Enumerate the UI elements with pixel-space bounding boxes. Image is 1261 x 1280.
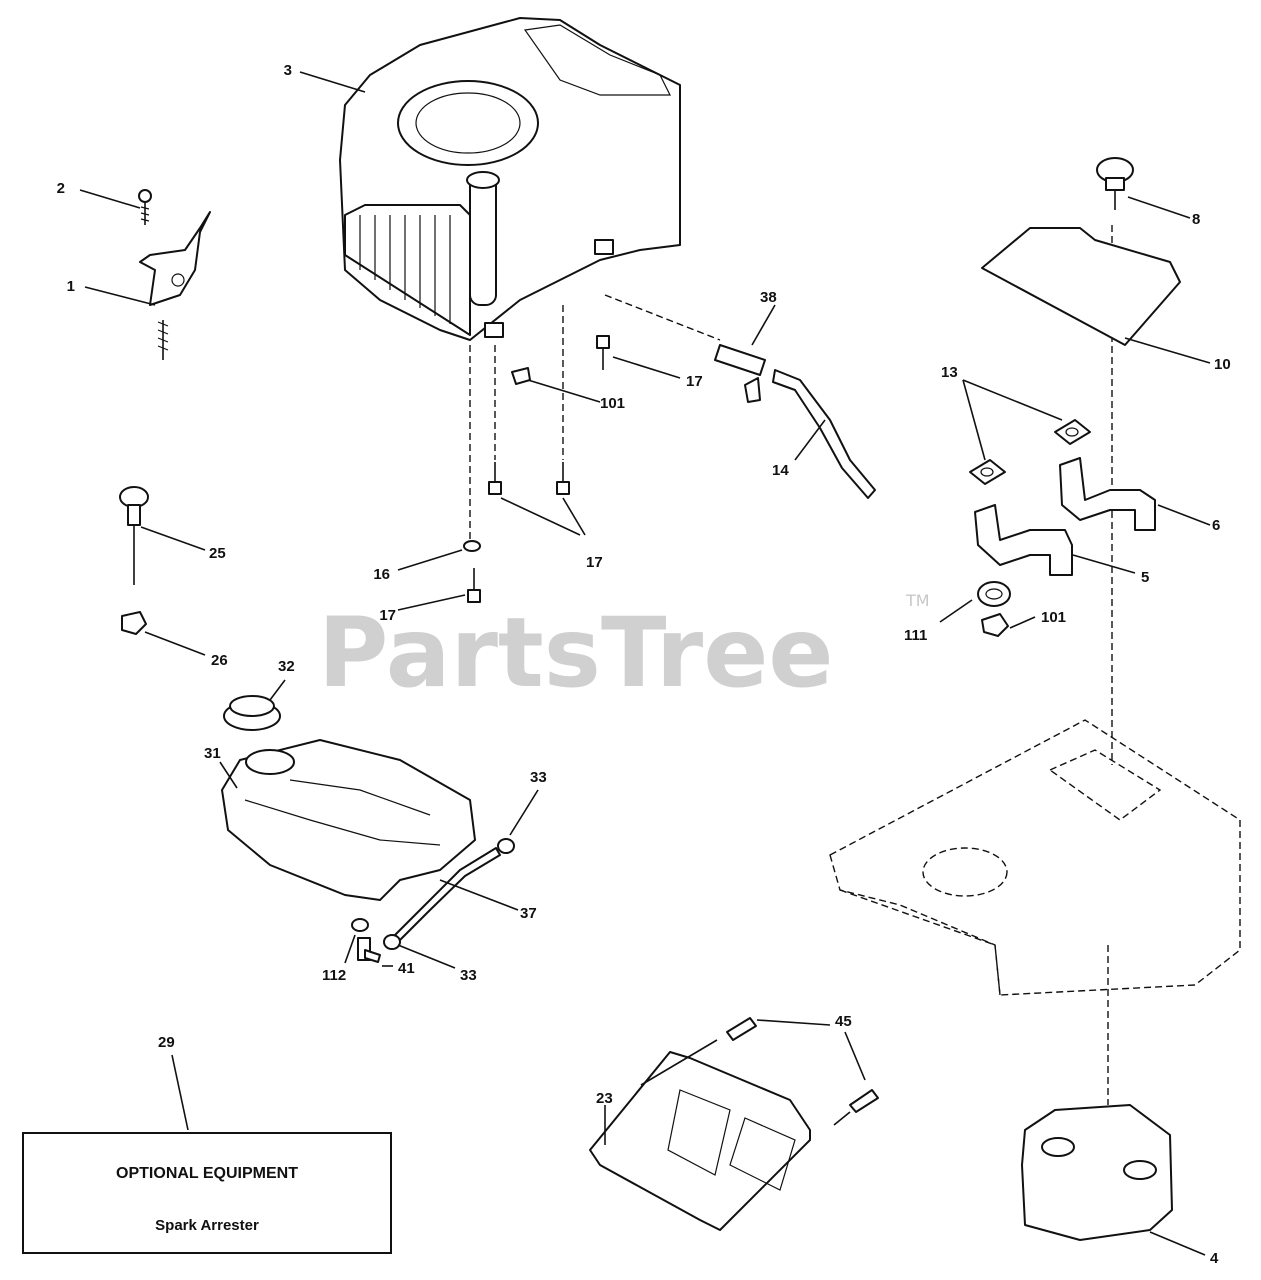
callout-8: 8 — [1192, 211, 1200, 228]
fuel-tank-part-31 — [221, 739, 476, 901]
watermark-tm: TM — [905, 591, 930, 610]
callout-33-bottom: 33 — [460, 967, 477, 984]
engine-part — [339, 17, 681, 341]
fitting-part-41 — [357, 937, 381, 963]
optional-equipment-item: Spark Arrester — [155, 1217, 259, 1234]
callout-26: 26 — [211, 652, 228, 669]
callout-38: 38 — [760, 289, 777, 306]
muffler-part-4 — [1021, 1104, 1173, 1241]
bolt-part-45 — [849, 1089, 879, 1113]
callout-23: 23 — [596, 1090, 613, 1107]
throttle-control-part — [139, 211, 211, 360]
callout-17-engine: 17 — [686, 373, 703, 390]
callout-45: 45 — [835, 1013, 852, 1030]
callout-2: 2 — [57, 180, 65, 197]
gasket-part-13 — [969, 459, 1006, 485]
callout-14: 14 — [772, 462, 789, 479]
callout-33-top: 33 — [530, 769, 547, 786]
nut-part-26 — [121, 611, 147, 635]
screw-part-2 — [138, 189, 152, 225]
exhaust-pipe-part-5 — [974, 504, 1073, 576]
callout-31: 31 — [204, 745, 221, 762]
callout-16: 16 — [373, 566, 390, 583]
deflector-part-23 — [589, 1051, 811, 1231]
optional-equipment-title: OPTIONAL EQUIPMENT — [116, 1165, 298, 1182]
bolt-part-17 — [556, 462, 570, 495]
optional-equipment-box: OPTIONAL EQUIPMENT Spark Arrester — [22, 1132, 392, 1254]
callout-41: 41 — [398, 960, 415, 977]
exhaust-pipe-part-6 — [1059, 457, 1156, 531]
callout-101-engine: 101 — [600, 395, 625, 412]
bolt-part-45 — [726, 1017, 757, 1041]
heat-shield-part-10 — [981, 227, 1181, 346]
callouts: 3 2 1 8 10 17 101 38 14 13 6 5 111 101 1… — [57, 62, 1231, 1267]
bolt-part-17 — [467, 568, 481, 603]
fuel-hose-part-14 — [772, 369, 876, 499]
callout-6: 6 — [1212, 517, 1220, 534]
callout-37: 37 — [520, 905, 537, 922]
callout-1: 1 — [67, 278, 75, 295]
callout-5: 5 — [1141, 569, 1149, 586]
bolt-part-17 — [596, 335, 610, 370]
watermark-text: PartsTree — [318, 597, 833, 709]
callout-4: 4 — [1210, 1250, 1219, 1267]
callout-13: 13 — [941, 364, 958, 381]
callout-17-bolts: 17 — [586, 554, 603, 571]
callout-3: 3 — [284, 62, 292, 79]
callout-10: 10 — [1214, 356, 1231, 373]
callout-112: 112 — [322, 967, 346, 984]
fuel-fitting-part-38 — [714, 344, 766, 403]
frame-outline — [829, 719, 1241, 996]
choke-knob-part-25 — [119, 486, 149, 585]
washer-part-112 — [351, 918, 369, 932]
clamp-part-33 — [383, 934, 401, 950]
bolt-part-17 — [488, 462, 502, 495]
align-line — [604, 294, 721, 341]
clamp-part-33 — [497, 838, 515, 854]
fuel-cap-part-32 — [223, 695, 281, 731]
leader-lines — [79, 71, 1211, 1256]
gasket-part-13 — [1054, 419, 1091, 445]
callout-25: 25 — [209, 545, 226, 562]
callout-17-lower: 17 — [379, 607, 396, 624]
callout-29: 29 — [158, 1034, 175, 1051]
callout-101-exhaust: 101 — [1041, 609, 1066, 626]
nut-part-101 — [511, 367, 531, 385]
callout-111: 111 — [904, 627, 927, 644]
callout-32: 32 — [278, 658, 295, 675]
washer-part-16 — [463, 540, 481, 552]
bolt-part-8 — [1096, 157, 1134, 210]
nut-part-101 — [981, 613, 1009, 637]
lock-washer-part-111 — [977, 581, 1011, 607]
